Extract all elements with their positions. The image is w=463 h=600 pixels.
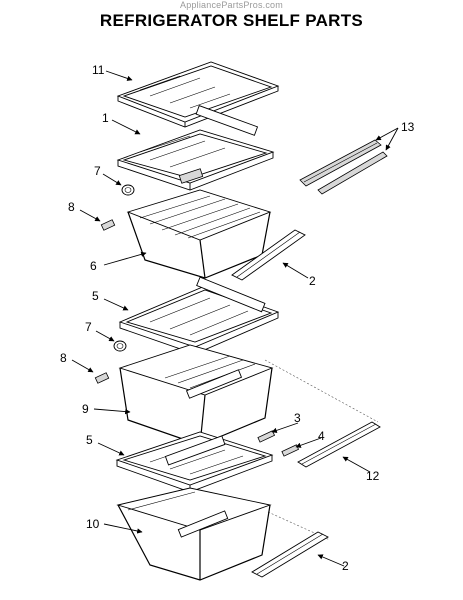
page-title: REFRIGERATOR SHELF PARTS <box>99 11 364 30</box>
callout-13: 13 <box>401 120 415 134</box>
callout-10: 10 <box>86 517 100 531</box>
shelf-frame-part-1[interactable] <box>116 105 275 191</box>
callout-9: 9 <box>82 402 89 416</box>
callout-2-lower: 2 <box>342 559 349 573</box>
callout-12: 12 <box>366 469 380 483</box>
trim-part-2-upper[interactable] <box>231 229 306 281</box>
trim-part-2-lower[interactable] <box>251 531 329 578</box>
shelf-frame-part-5-middle[interactable] <box>118 276 280 355</box>
screw-part-8-upper[interactable] <box>100 219 116 231</box>
callout-2-upper: 2 <box>309 274 316 288</box>
clip-part-4[interactable] <box>281 444 300 457</box>
callout-8-upper: 8 <box>68 200 75 214</box>
crisper-drawer-part-6[interactable] <box>126 189 272 279</box>
glass-shelf-part-11[interactable] <box>116 61 280 128</box>
callout-7-middle: 7 <box>85 320 92 334</box>
callout-8-middle: 8 <box>60 351 67 365</box>
slide-rails-part-13[interactable] <box>299 139 388 195</box>
drawer-part-10[interactable] <box>116 487 272 581</box>
drawer-part-9[interactable] <box>118 344 274 446</box>
roller-part-7-middle[interactable] <box>113 340 127 352</box>
callout-3: 3 <box>294 411 301 425</box>
callout-6: 6 <box>90 259 97 273</box>
callout-1: 1 <box>102 111 109 125</box>
callout-5-middle: 5 <box>92 289 99 303</box>
callout-5-lower: 5 <box>86 433 93 447</box>
roller-part-7-upper[interactable] <box>121 184 135 196</box>
shelf-frame-part-5-lower[interactable] <box>115 431 274 493</box>
callout-4: 4 <box>318 429 325 443</box>
callout-7-upper: 7 <box>94 164 101 178</box>
screw-part-8-middle[interactable] <box>94 372 110 384</box>
watermark: AppliancePartsPros.com <box>180 0 283 10</box>
callout-leaders <box>71 70 399 567</box>
callout-11: 11 <box>92 63 105 77</box>
clip-part-3[interactable] <box>257 430 276 443</box>
trim-part-12[interactable] <box>297 421 381 468</box>
